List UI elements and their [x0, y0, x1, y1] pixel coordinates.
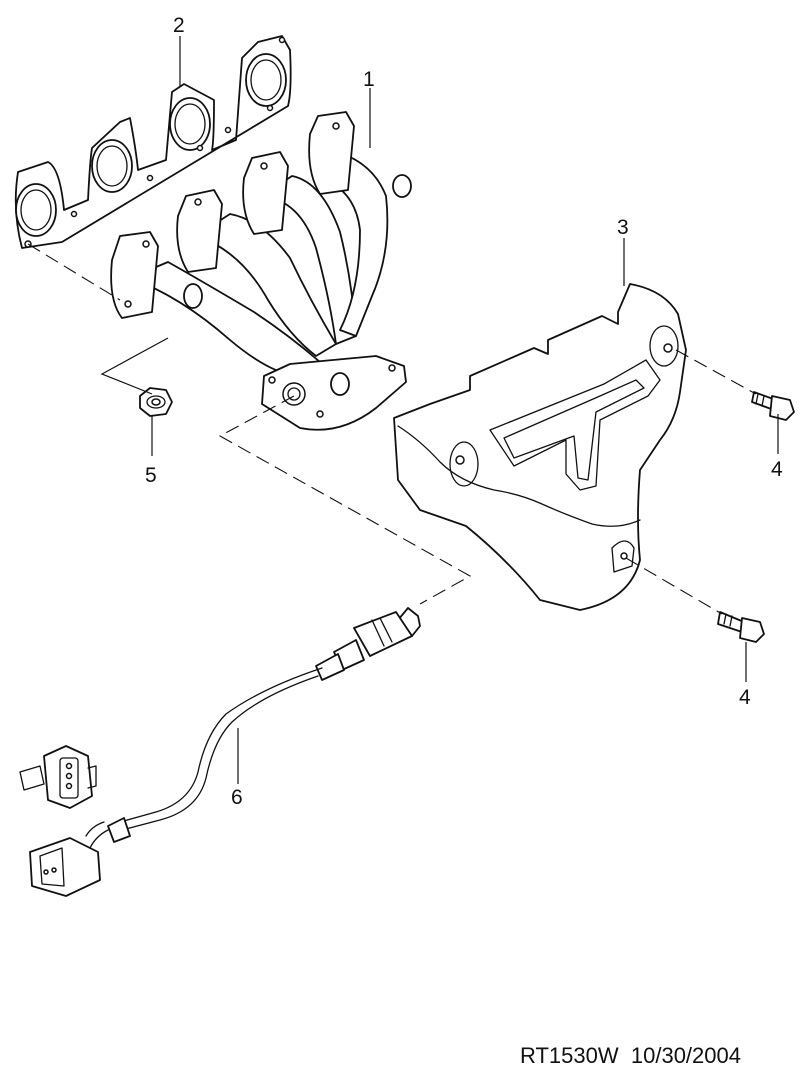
- drawing-number: RT1530W: [520, 1043, 619, 1068]
- alignment-lines: [27, 243, 757, 615]
- callout-1: 1: [363, 68, 375, 91]
- callout-4-upper: 4: [771, 458, 783, 481]
- callout-2: 2: [173, 14, 185, 37]
- callouts: 1 2 3 4 4 5 6: [145, 14, 783, 809]
- callout-4-lower: 4: [739, 686, 751, 709]
- leader-lines: [100, 36, 779, 784]
- oxygen-sensor[interactable]: [19, 607, 421, 897]
- manifold-gasket[interactable]: [14, 35, 292, 249]
- bolt-lower[interactable]: [717, 611, 765, 643]
- heat-shield[interactable]: [393, 283, 687, 611]
- callout-5: 5: [145, 464, 157, 487]
- exhaust-manifold[interactable]: [110, 111, 412, 431]
- callout-3: 3: [617, 216, 629, 239]
- callout-6: 6: [231, 786, 243, 809]
- flange-nut[interactable]: [139, 387, 173, 417]
- bolt-upper[interactable]: [751, 391, 795, 421]
- drawing-date: 10/30/2004: [630, 1043, 741, 1068]
- drawing-reference: RT1530W 10/30/2004: [520, 1043, 741, 1069]
